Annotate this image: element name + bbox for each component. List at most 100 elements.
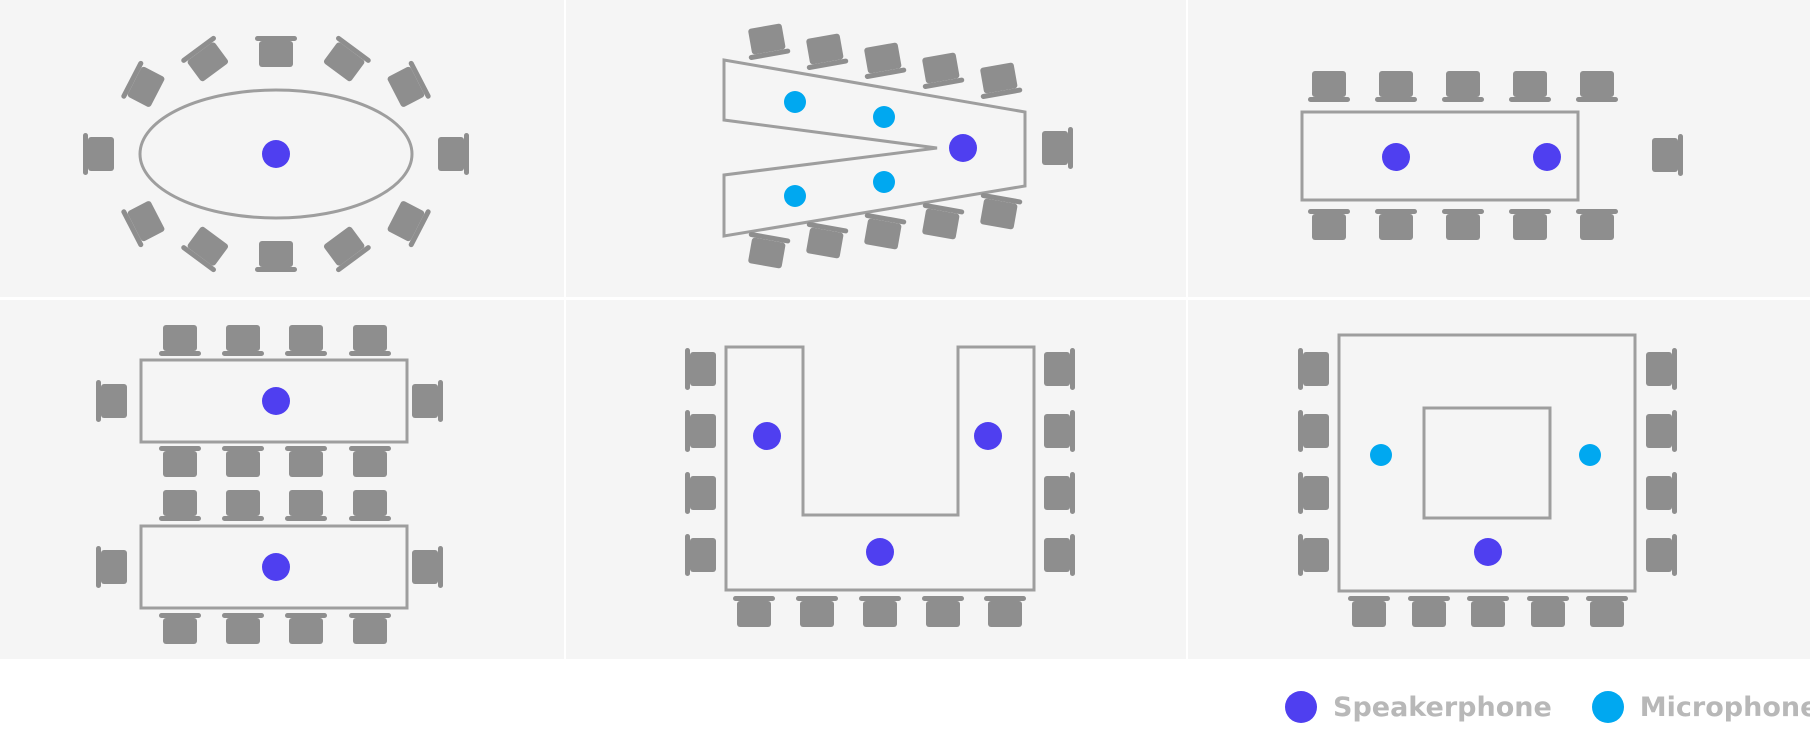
chair-icon <box>349 446 391 477</box>
chair-icon <box>1442 209 1484 240</box>
chair-icon <box>319 223 372 274</box>
chair-icon <box>180 34 233 85</box>
microphone-dot <box>784 91 806 113</box>
upper-table <box>139 358 409 444</box>
chair-icon <box>1467 596 1509 627</box>
microphone-dot <box>873 171 895 193</box>
chair-icon <box>1576 209 1618 240</box>
legend-item-speakerphone: Speakerphone <box>1285 691 1552 723</box>
u-table <box>724 345 1036 592</box>
chair-icon <box>1646 348 1677 390</box>
chair-icon <box>349 325 391 356</box>
legend-item-microphone: Microphone <box>1591 691 1810 723</box>
microphone-legend-icon <box>1591 691 1624 723</box>
hollow-square-chairs <box>1298 348 1677 627</box>
chair-icon <box>96 380 127 422</box>
chair-icon <box>917 202 965 241</box>
microphone-dot <box>1370 444 1392 466</box>
speakerphone-dot <box>262 140 290 168</box>
inner-square <box>1422 406 1552 520</box>
chair-icon <box>120 59 168 112</box>
chair-icon <box>285 446 327 477</box>
chair-icon <box>222 613 264 644</box>
chair-icon <box>96 546 127 588</box>
chair-icon <box>1527 596 1569 627</box>
boardroom-chairs <box>1308 71 1683 240</box>
microphone-dot <box>873 106 895 128</box>
chair-icon <box>1298 534 1329 576</box>
panel-boardroom <box>1188 0 1810 297</box>
v-table <box>722 58 1027 238</box>
chair-icon <box>917 51 965 90</box>
chair-icon <box>1044 348 1075 390</box>
speakerphone-dot <box>974 422 1002 450</box>
layout-u-shape <box>685 345 1075 627</box>
speakerphone-legend-icon <box>1285 691 1317 723</box>
chair-icon <box>685 410 716 452</box>
chair-icon <box>349 613 391 644</box>
chair-icon <box>743 231 791 270</box>
chair-icon <box>1044 410 1075 452</box>
double-table-chairs <box>96 325 443 644</box>
outer-square-table <box>1337 333 1637 593</box>
chair-icon <box>859 212 907 251</box>
chair-icon <box>384 196 432 249</box>
chair-icon <box>159 446 201 477</box>
chair-icon <box>801 221 849 260</box>
chair-icon <box>1576 71 1618 102</box>
chair-icon <box>685 348 716 390</box>
chair-icon <box>859 41 907 80</box>
chair-icon <box>384 59 432 112</box>
oval-table <box>138 88 414 220</box>
chair-icon <box>222 490 264 521</box>
layout-hollow-square <box>1298 333 1677 627</box>
speakerphone-dot <box>262 387 290 415</box>
chair-icon <box>1348 596 1390 627</box>
chair-icon <box>438 133 469 175</box>
chair-icon <box>222 446 264 477</box>
seating-diagram <box>83 22 1683 644</box>
chair-icon <box>120 196 168 249</box>
boardroom-table <box>1300 110 1580 202</box>
chair-icon <box>1646 410 1677 452</box>
chair-icon <box>984 596 1026 627</box>
speakerphone-dot <box>1382 143 1410 171</box>
chair-icon <box>685 534 716 576</box>
chair-icon <box>1042 127 1073 169</box>
u-shape-chairs <box>685 348 1075 627</box>
chair-icon <box>1375 209 1417 240</box>
lower-table <box>139 524 409 610</box>
chair-icon <box>1044 534 1075 576</box>
layout-boardroom <box>1300 71 1683 240</box>
chair-icon <box>743 22 791 61</box>
chair-icon <box>1408 596 1450 627</box>
chair-icon <box>1298 410 1329 452</box>
chair-icon <box>1652 134 1683 176</box>
chair-icon <box>922 596 964 627</box>
chair-icon <box>349 490 391 521</box>
chair-icon <box>1509 209 1551 240</box>
chair-icon <box>733 596 775 627</box>
chair-icon <box>1509 71 1551 102</box>
chair-icon <box>83 133 114 175</box>
chair-icon <box>412 546 443 588</box>
chair-icon <box>975 192 1023 231</box>
chair-icon <box>975 61 1023 100</box>
layout-double-table <box>96 325 443 644</box>
speakerphone-dot <box>262 553 290 581</box>
chair-icon <box>801 32 849 71</box>
chair-icon <box>159 613 201 644</box>
legend: Speakerphone Microphone <box>1285 682 1810 732</box>
chair-icon <box>222 325 264 356</box>
legend-label-microphone: Microphone <box>1639 691 1810 723</box>
chair-icon <box>255 241 297 272</box>
speakerphone-dot <box>866 538 894 566</box>
legend-label-speakerphone: Speakerphone <box>1333 691 1552 723</box>
microphone-dot <box>1579 444 1601 466</box>
chair-icon <box>319 34 372 85</box>
chair-icon <box>685 472 716 514</box>
speakerphone-dot <box>753 422 781 450</box>
chair-icon <box>1298 348 1329 390</box>
chair-icon <box>1375 71 1417 102</box>
chair-icon <box>159 490 201 521</box>
